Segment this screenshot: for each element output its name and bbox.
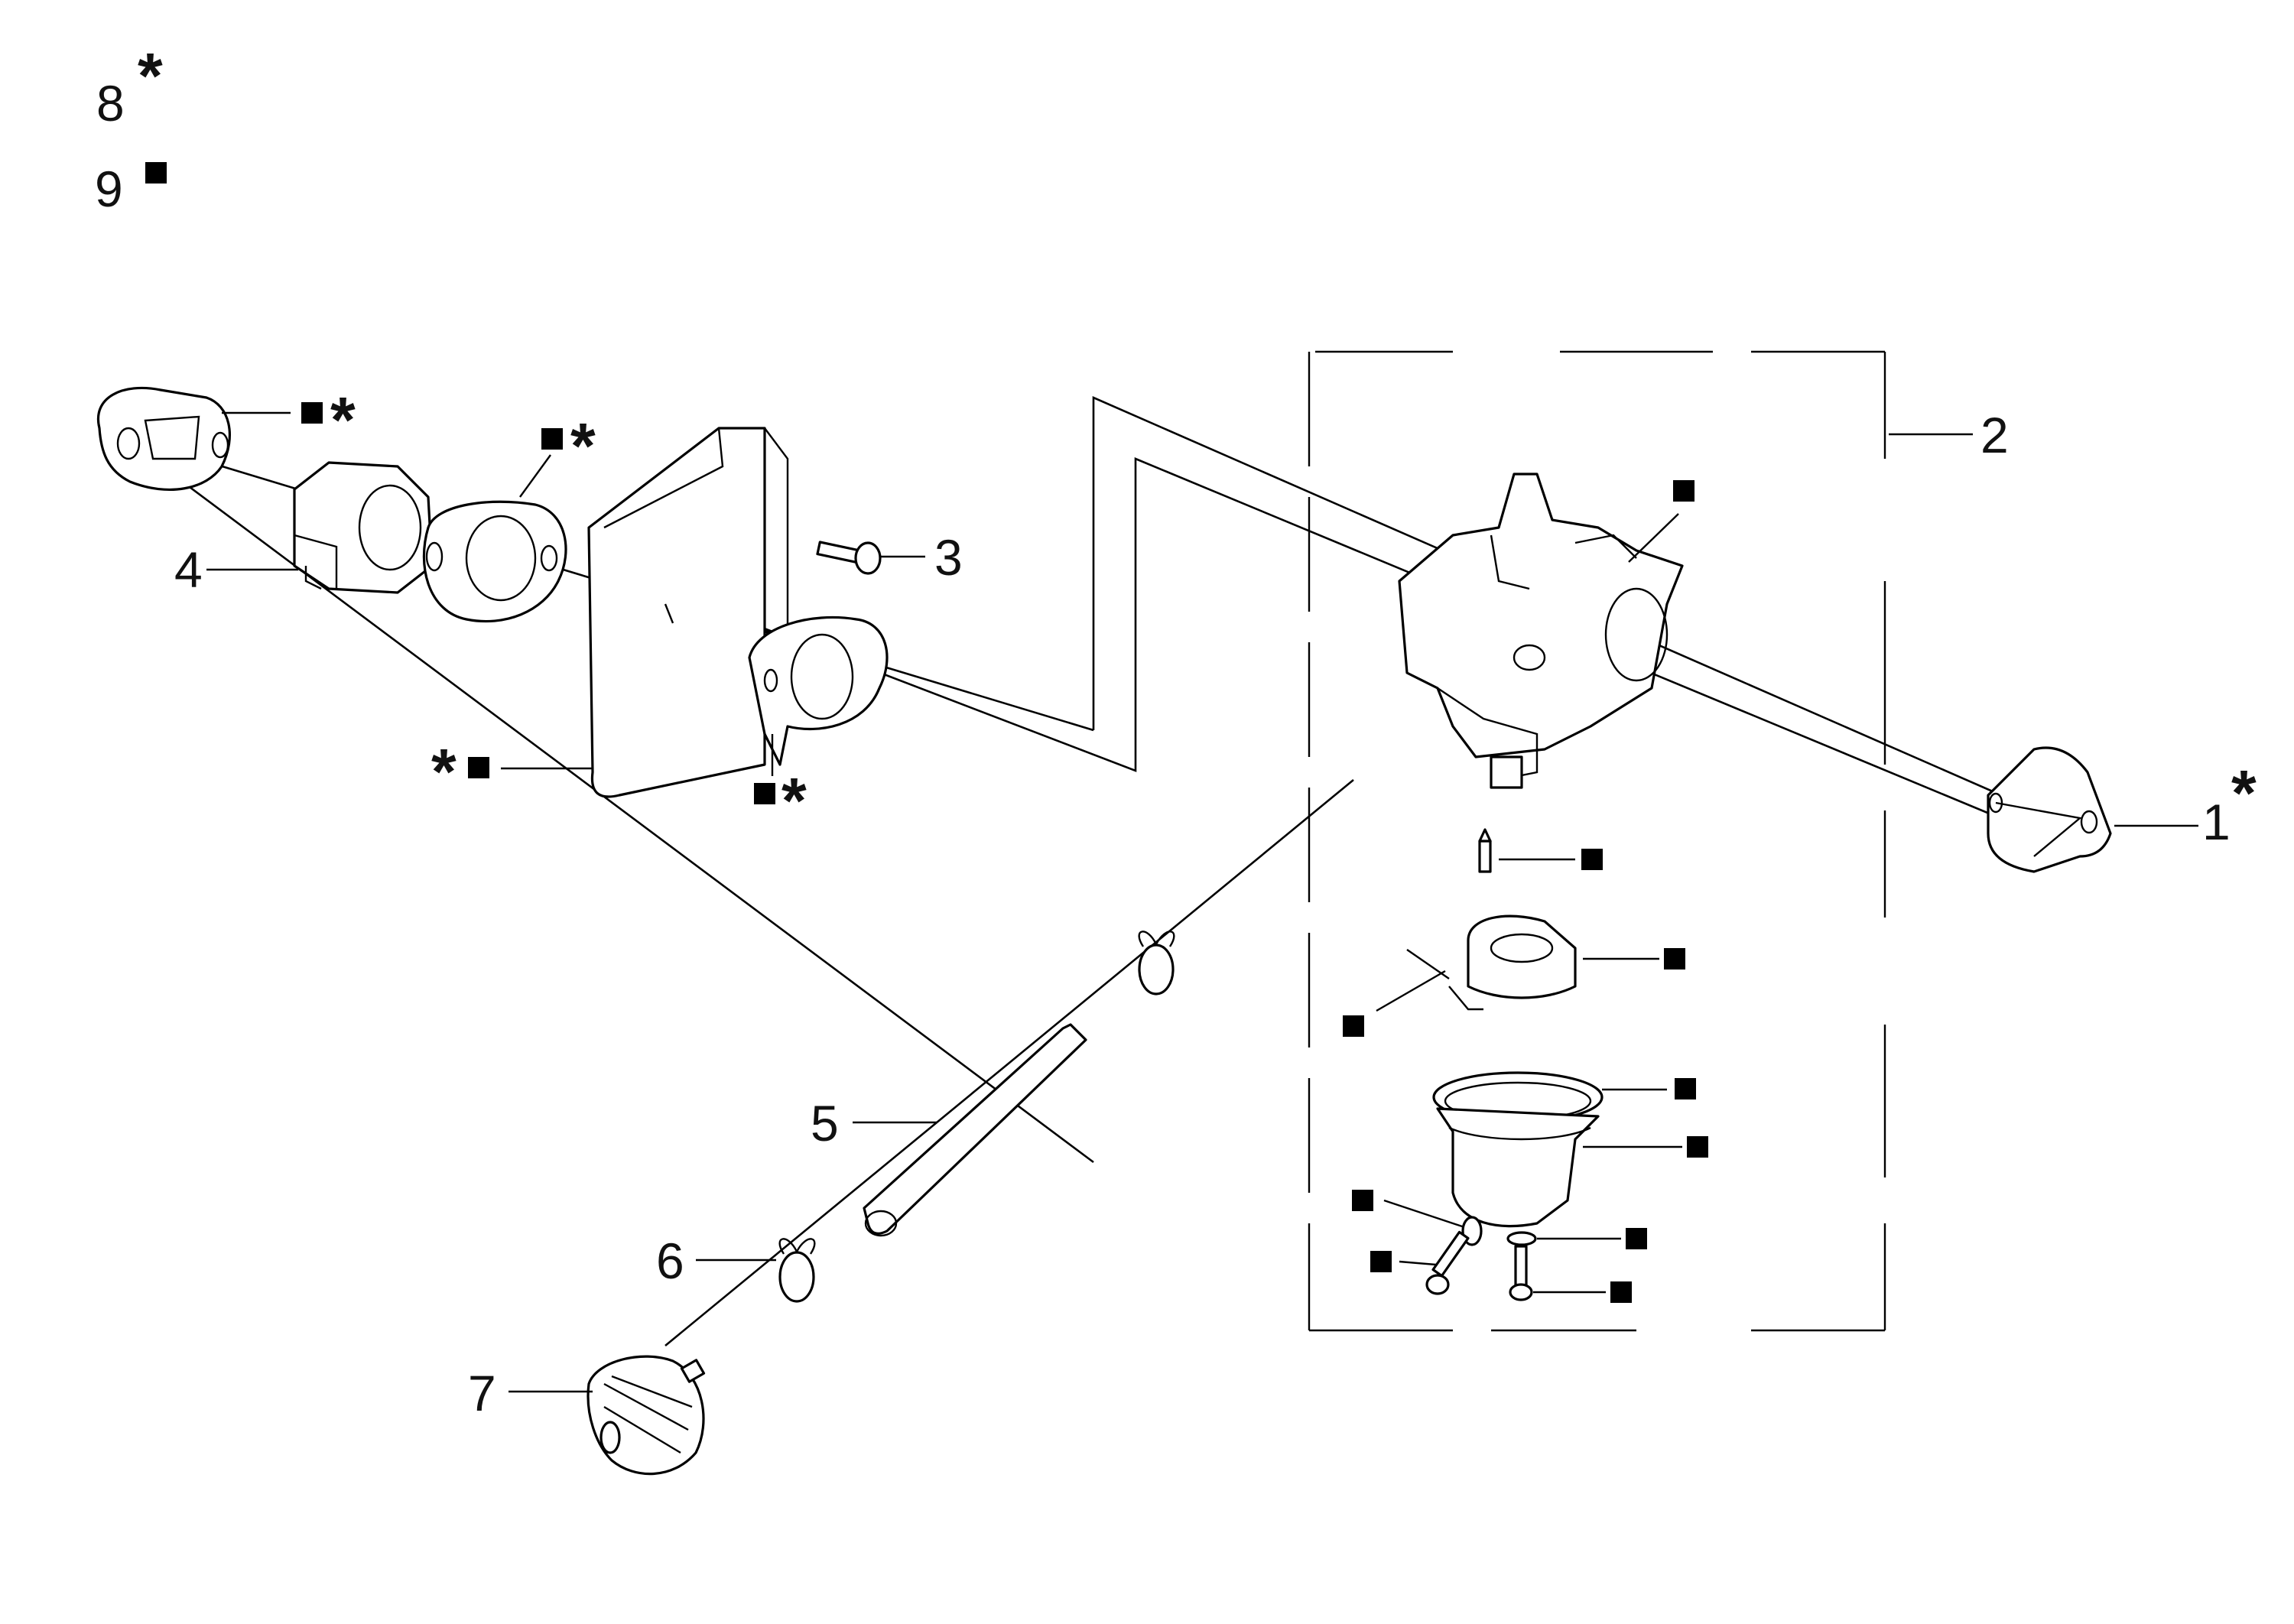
square-marker bbox=[1610, 1281, 1632, 1303]
hose-clamp-icon bbox=[1138, 931, 1175, 996]
star-marker: * bbox=[330, 384, 356, 456]
legend-item-9-number: 9 bbox=[95, 161, 123, 217]
square-marker bbox=[468, 757, 489, 778]
callout-7: 7 bbox=[468, 1365, 496, 1421]
float-needle-icon bbox=[1478, 828, 1575, 873]
insulator-icon bbox=[293, 461, 434, 594]
callout-4: 4 bbox=[174, 541, 203, 598]
square-marker bbox=[754, 783, 775, 804]
bolt-icon bbox=[816, 541, 925, 575]
callout-5: 5 bbox=[811, 1095, 839, 1151]
callout-1-star: * bbox=[2231, 757, 2257, 829]
hose-clamp-icon bbox=[696, 1238, 816, 1303]
legend-item-9-square bbox=[145, 162, 167, 184]
square-marker bbox=[1687, 1136, 1708, 1158]
square-marker bbox=[1370, 1251, 1392, 1272]
square-marker bbox=[1673, 480, 1695, 502]
float-icon bbox=[1376, 914, 1659, 1012]
float-bowl-icon bbox=[1436, 1107, 1682, 1228]
callout-6: 6 bbox=[656, 1233, 684, 1289]
gasket-icon bbox=[96, 386, 231, 491]
square-marker bbox=[1664, 948, 1685, 970]
fuel-line-icon bbox=[853, 1023, 1087, 1237]
carburetor-kit-bracket bbox=[1308, 350, 1973, 1332]
star-marker: * bbox=[781, 765, 807, 836]
heat-shield-icon bbox=[587, 427, 789, 798]
star-marker: * bbox=[570, 410, 596, 482]
square-marker bbox=[1675, 1078, 1696, 1099]
callout-2: 2 bbox=[1980, 407, 2009, 463]
callout-3: 3 bbox=[934, 529, 963, 586]
square-marker bbox=[541, 428, 563, 450]
callout-1: 1 bbox=[2202, 794, 2231, 850]
legend-item-8-number: 8 bbox=[96, 75, 125, 132]
square-marker bbox=[301, 402, 323, 424]
square-marker bbox=[1626, 1228, 1647, 1249]
bolt-icon bbox=[1383, 1199, 1621, 1301]
square-marker bbox=[1352, 1190, 1373, 1211]
square-marker bbox=[1343, 1015, 1364, 1037]
gasket-icon bbox=[1987, 746, 2198, 873]
legend-item-8-star: * bbox=[138, 40, 163, 112]
callout-leaders bbox=[206, 411, 774, 776]
legend: 8 * 9 bbox=[95, 40, 167, 217]
kit-markers: * * * * bbox=[301, 384, 1708, 1303]
carburetor-icon bbox=[1398, 473, 1684, 789]
fuel-filter-icon bbox=[509, 1355, 706, 1476]
gasket-icon bbox=[422, 500, 567, 623]
star-marker: * bbox=[431, 736, 457, 807]
square-marker bbox=[1581, 849, 1603, 870]
callout-numbers: 1 * 2 3 4 5 6 7 bbox=[174, 407, 2257, 1421]
gasket-icon bbox=[748, 615, 889, 766]
